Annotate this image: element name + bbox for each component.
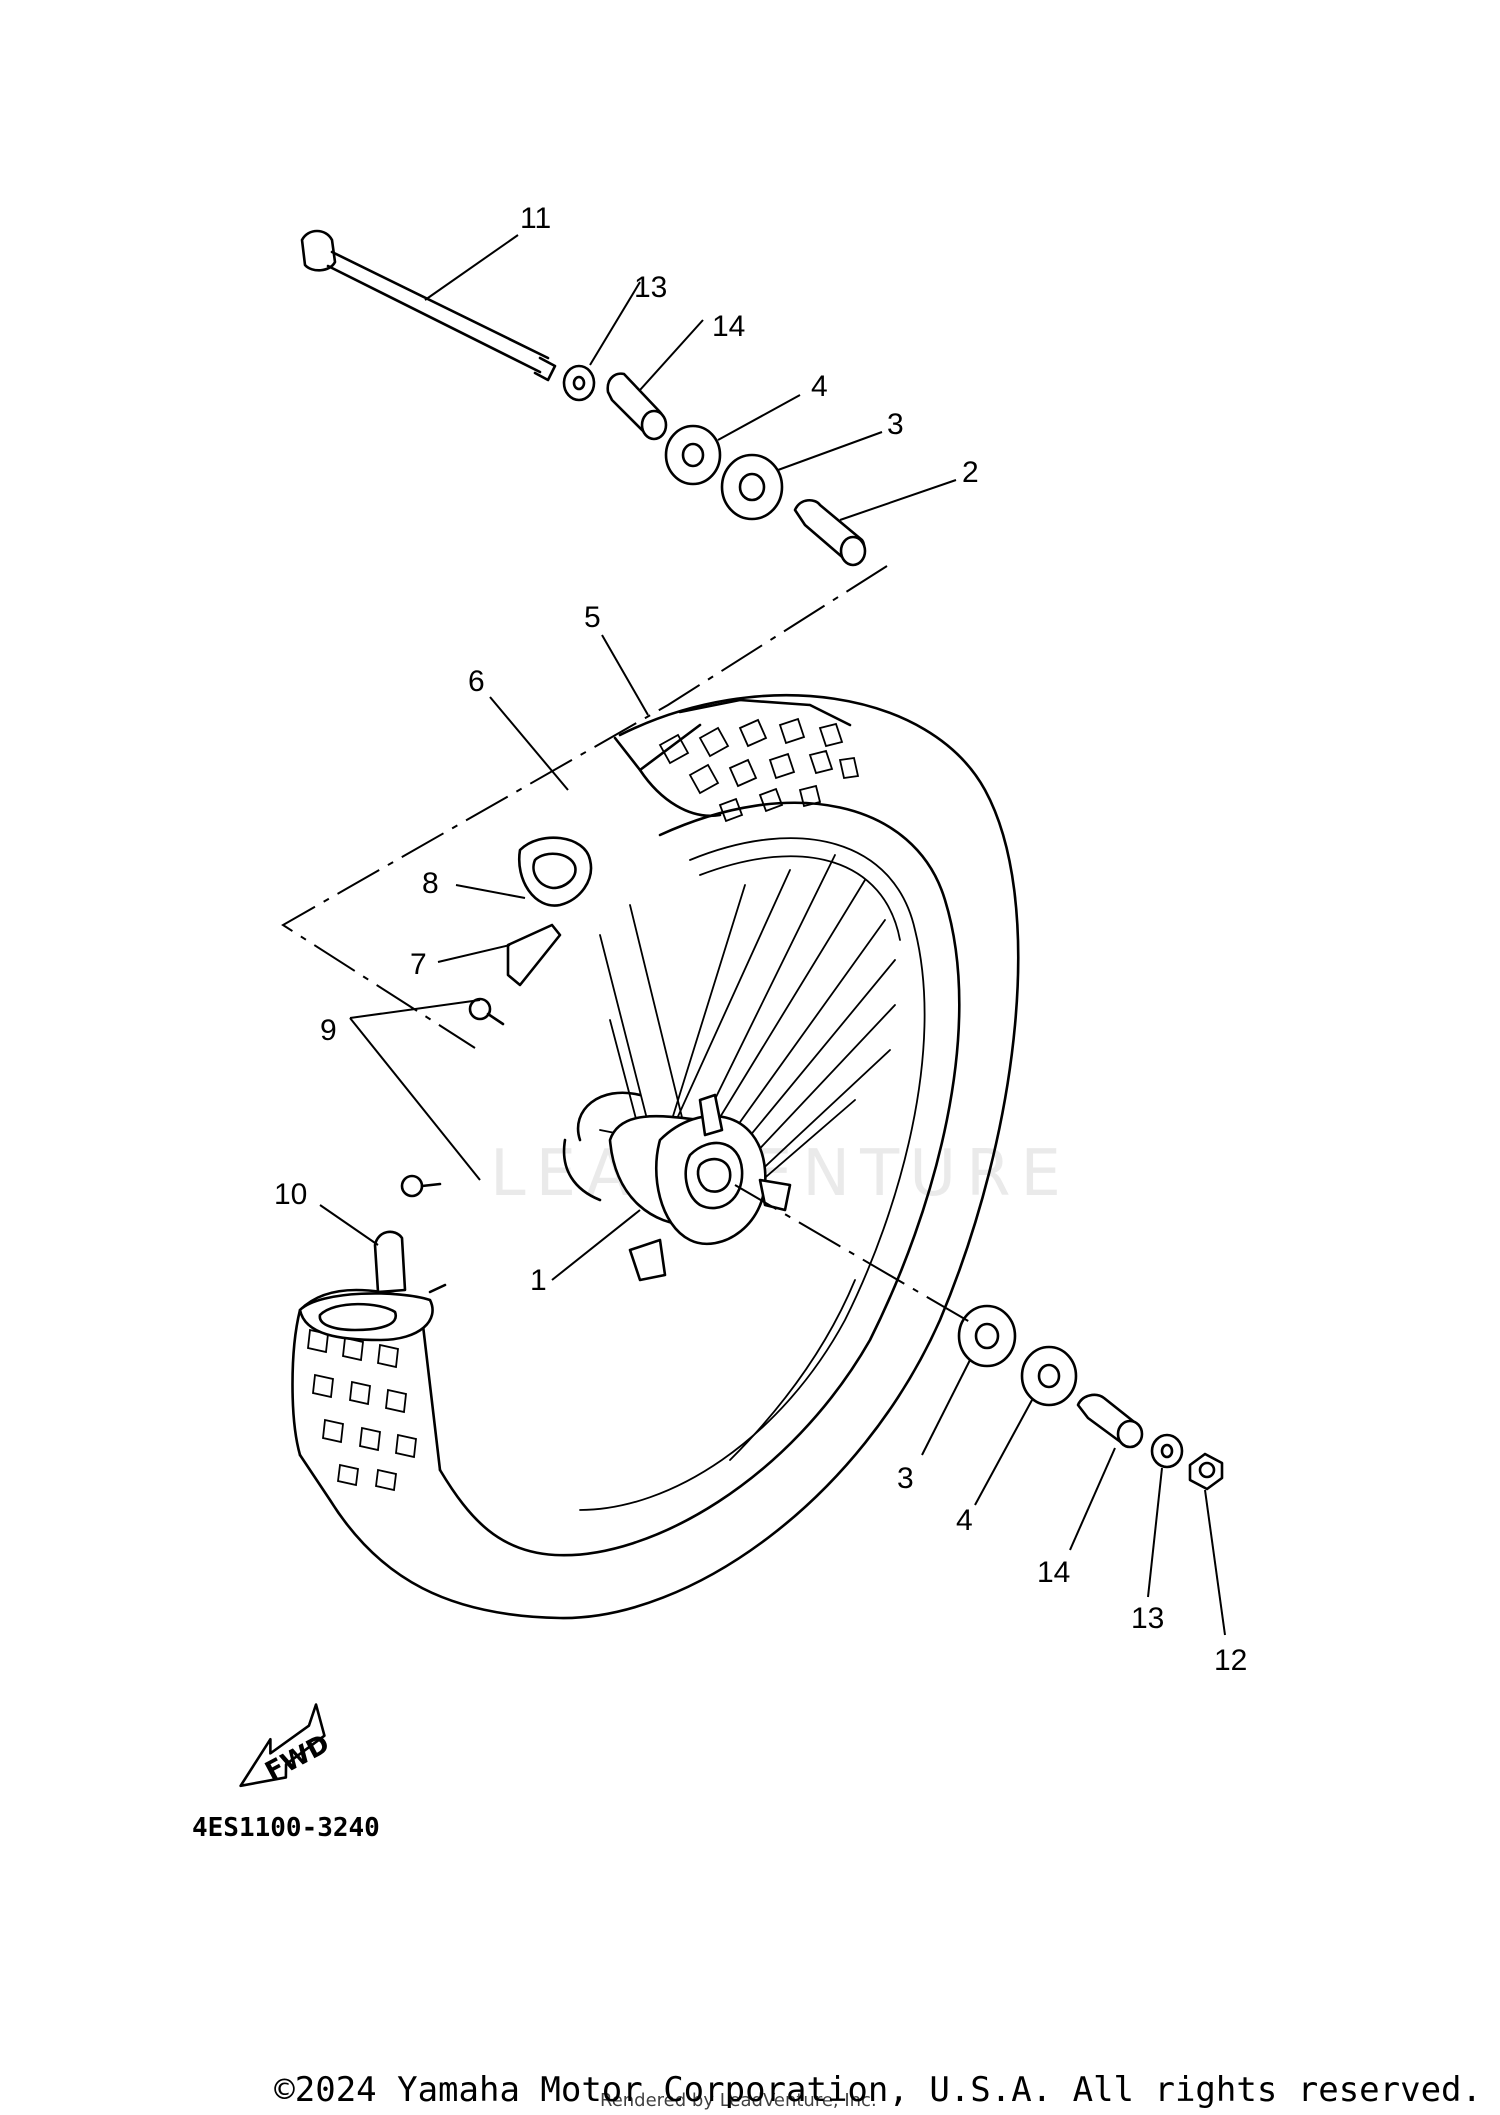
callout-10: 10 (274, 1178, 307, 1211)
callout-8: 8 (422, 867, 439, 900)
callout-6: 6 (468, 665, 485, 698)
callout-labels: 11 13 14 4 3 2 5 6 8 7 9 10 1 3 4 14 13 … (274, 202, 1247, 1677)
callout-4-upper: 4 (811, 370, 828, 403)
callout-3-upper: 3 (887, 408, 904, 441)
center-lines (281, 565, 976, 1326)
tube-drawing (506, 836, 593, 987)
callout-13-upper: 13 (634, 271, 667, 304)
callout-7: 7 (410, 948, 427, 981)
fwd-arrow: FWD (239, 1703, 335, 1787)
callout-12: 12 (1214, 1644, 1247, 1677)
diagram-part-code: 4ES1100-3240 (192, 1813, 380, 1843)
upper-spacer-bearings (562, 364, 867, 567)
callout-4-lower: 4 (956, 1504, 973, 1537)
axle-drawing (300, 229, 557, 382)
copyright-notice: ©2024 Yamaha Motor Corporation, U.S.A. A… (274, 2070, 1482, 2110)
lower-spacer-bearings (957, 1304, 1224, 1491)
callout-2: 2 (962, 456, 979, 489)
callout-14-lower: 14 (1037, 1556, 1070, 1589)
callout-14-upper: 14 (712, 310, 745, 343)
callout-11: 11 (520, 202, 551, 235)
renderer-credit: Rendered by LeadVenture, Inc. (600, 2090, 877, 2111)
callout-9: 9 (320, 1014, 337, 1047)
leader-lines (319, 234, 1226, 1636)
callout-5: 5 (584, 601, 601, 634)
callout-3-lower: 3 (897, 1462, 914, 1495)
callout-1: 1 (530, 1264, 547, 1297)
hub-drawing (562, 1091, 792, 1282)
callout-13-lower: 13 (1131, 1602, 1164, 1635)
spoke-nipples-drawing (400, 997, 505, 1198)
rim-lock-drawing (298, 1230, 447, 1342)
